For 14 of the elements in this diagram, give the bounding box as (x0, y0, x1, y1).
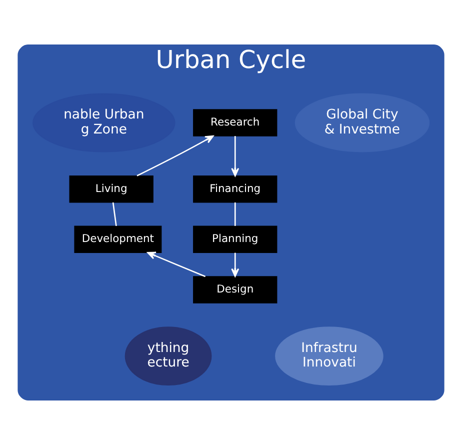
arrow (147, 252, 206, 278)
node-box: Planning (193, 226, 278, 254)
node-box: Design (193, 276, 278, 304)
arrow (231, 252, 240, 277)
node-box: Development (74, 226, 162, 254)
connector (234, 202, 236, 226)
connector (112, 202, 117, 226)
node-box: Financing (193, 175, 278, 203)
node-box: Research (193, 109, 278, 136)
arrow (136, 135, 214, 176)
node-ellipse: ything ecture (124, 326, 212, 386)
arrow (231, 136, 240, 176)
node-box: Living (69, 175, 154, 203)
node-ellipse: Infrastru Innovati (275, 326, 384, 386)
